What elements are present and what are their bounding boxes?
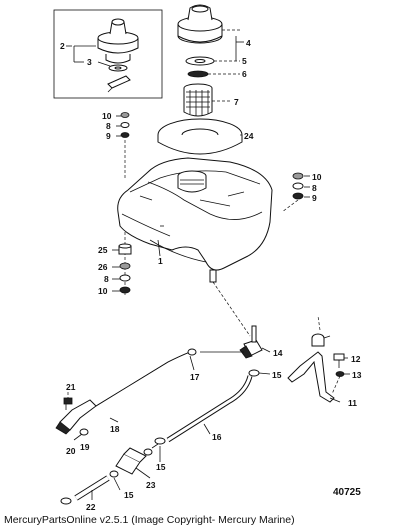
callout-26: 26 — [98, 262, 108, 272]
callout-4: 4 — [246, 38, 251, 48]
mounting-ring — [157, 118, 243, 155]
left-mount-stack — [118, 232, 132, 296]
callout-6: 6 — [242, 69, 247, 79]
callout-10-right: 10 — [312, 172, 322, 182]
fuel-valve — [200, 325, 263, 359]
cap-inset-box — [53, 9, 163, 99]
fuel-filter — [115, 443, 159, 475]
callout-3: 3 — [87, 57, 92, 67]
fuel-connector — [55, 392, 97, 436]
hose-clip-upper — [248, 369, 260, 377]
callout-15-middle: 15 — [156, 462, 166, 472]
fuel-tank — [117, 157, 273, 337]
inset-strap — [107, 75, 131, 93]
callout-23: 23 — [146, 480, 156, 490]
tank-bracket — [287, 315, 345, 403]
callout-25: 25 — [98, 245, 108, 255]
callout-22: 22 — [86, 502, 96, 512]
callout-8-right: 8 — [312, 183, 317, 193]
callout-18: 18 — [110, 424, 120, 434]
callout-11: 11 — [348, 398, 357, 408]
leader-lines — [65, 36, 350, 500]
callout-1: 1 — [158, 256, 163, 266]
callout-15-lower: 15 — [124, 490, 134, 500]
callout-10-top-left: 10 — [102, 111, 112, 121]
callout-8-top-left: 8 — [106, 121, 111, 131]
inset-gasket — [108, 64, 128, 72]
callout-16: 16 — [212, 432, 222, 442]
callout-20: 20 — [66, 446, 76, 456]
callout-9-top-left: 9 — [106, 131, 111, 141]
callout-14: 14 — [273, 348, 283, 358]
cap-gasket — [185, 56, 240, 66]
callout-2: 2 — [60, 41, 65, 51]
callout-17: 17 — [190, 372, 200, 382]
short-hose — [60, 475, 110, 505]
primer-hose — [154, 375, 253, 445]
callout-9-right: 9 — [312, 193, 317, 203]
hose-clip-lower — [109, 470, 119, 478]
callout-19: 19 — [80, 442, 90, 452]
figure-number: 40725 — [333, 487, 361, 498]
callout-8-lower-left: 8 — [104, 274, 109, 284]
fuel-strainer — [183, 83, 232, 117]
copyright-footer: MercuryPartsOnline v2.5.1 (Image Copyrig… — [4, 514, 295, 526]
callout-12: 12 — [351, 354, 361, 364]
callout-numbers: 2 3 4 5 6 7 10 8 9 24 10 8 9 25 1 26 8 1… — [60, 38, 362, 512]
callout-7: 7 — [234, 97, 239, 107]
inset-fuel-cap — [97, 18, 139, 64]
callout-5: 5 — [242, 56, 247, 66]
callout-24: 24 — [244, 131, 254, 141]
callout-21: 21 — [66, 382, 76, 392]
fuel-line — [95, 348, 197, 407]
washer-6 — [187, 70, 240, 78]
callout-10-lower-left: 10 — [98, 286, 108, 296]
callout-15-upper: 15 — [272, 370, 282, 380]
left-hardware-top — [120, 112, 130, 178]
callout-13: 13 — [352, 370, 362, 380]
fuel-cap — [177, 4, 240, 44]
right-hardware — [281, 172, 304, 213]
